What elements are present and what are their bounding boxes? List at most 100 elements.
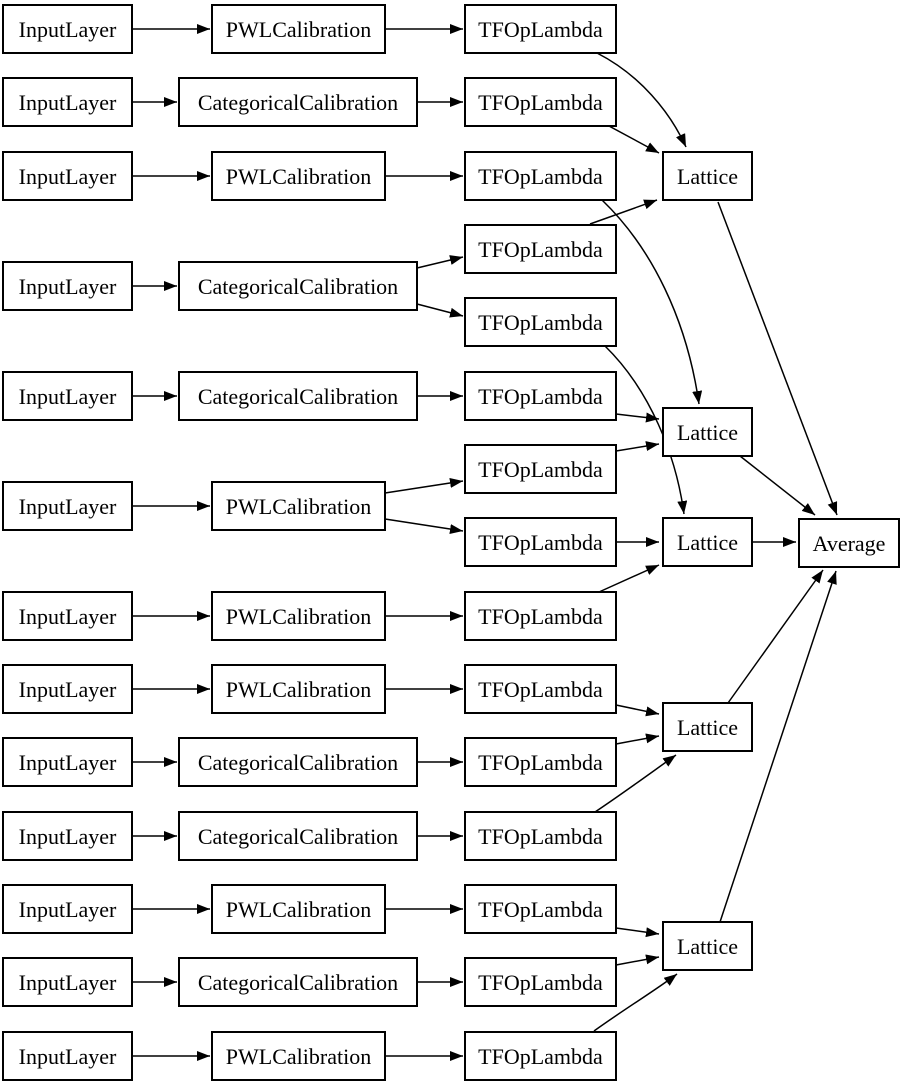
- node-box: [211, 1031, 386, 1081]
- node-tfl15: TFOpLambda: [464, 1031, 617, 1081]
- edge-tfl5-lat3: [604, 345, 688, 515]
- node-label: TFOpLambda: [478, 750, 603, 775]
- node-label: InputLayer: [19, 604, 117, 629]
- edge-lat4-avg: [727, 569, 824, 704]
- node-label: TFOpLambda: [478, 824, 603, 849]
- node-il8: InputLayer: [2, 664, 133, 714]
- node-il7: InputLayer: [2, 591, 133, 641]
- node-label: TFOpLambda: [478, 530, 603, 555]
- node-box: [464, 77, 617, 127]
- node-box: [662, 702, 753, 752]
- node-tfl1: TFOpLambda: [464, 4, 617, 54]
- edge-lat2-avg: [739, 455, 816, 516]
- node-label: Lattice: [677, 530, 738, 555]
- node-box: [464, 884, 617, 934]
- node-label: InputLayer: [19, 494, 117, 519]
- node-tfl7: TFOpLambda: [464, 444, 617, 494]
- node-cal6: PWLCalibration: [211, 481, 386, 531]
- edge-cal6-tfl8: [384, 518, 464, 534]
- node-label: PWLCalibration: [226, 677, 371, 702]
- edge-tfl4-lat1: [589, 199, 658, 225]
- node-label: TFOpLambda: [478, 457, 603, 482]
- edge-tfl13-lat5: [615, 927, 660, 938]
- node-label: InputLayer: [19, 90, 117, 115]
- node-box: [464, 371, 617, 421]
- node-box: [211, 481, 386, 531]
- node-label: PWLCalibration: [226, 17, 371, 42]
- edge-cal4-tfl4: [416, 255, 464, 269]
- node-tfl5: TFOpLambda: [464, 297, 617, 347]
- node-label: Lattice: [677, 164, 738, 189]
- node-label: TFOpLambda: [478, 384, 603, 409]
- node-label: CategoricalCalibration: [198, 824, 398, 849]
- node-label: TFOpLambda: [478, 897, 603, 922]
- node-box: [211, 591, 386, 641]
- edge-cal4-tfl5: [416, 303, 464, 318]
- node-tfl9: TFOpLambda: [464, 591, 617, 641]
- node-label: TFOpLambda: [478, 17, 603, 42]
- node-box: [178, 371, 418, 421]
- node-box: [464, 4, 617, 54]
- node-lat3: Lattice: [662, 517, 753, 567]
- node-box: [178, 737, 418, 787]
- node-box: [2, 151, 133, 201]
- node-avg: Average: [798, 518, 900, 568]
- node-il10: InputLayer: [2, 811, 133, 861]
- node-label: InputLayer: [19, 677, 117, 702]
- edge-tfl10-lat4: [615, 704, 660, 717]
- node-box: [2, 1031, 133, 1081]
- node-tfl14: TFOpLambda: [464, 957, 617, 1007]
- node-box: [211, 664, 386, 714]
- node-tfl8: TFOpLambda: [464, 517, 617, 567]
- node-cal12: CategoricalCalibration: [178, 957, 418, 1007]
- node-tfl10: TFOpLambda: [464, 664, 617, 714]
- node-box: [2, 591, 133, 641]
- node-tfl3: TFOpLambda: [464, 151, 617, 201]
- edge-layer: [132, 24, 838, 1061]
- node-il9: InputLayer: [2, 737, 133, 787]
- node-il6: InputLayer: [2, 481, 133, 531]
- node-label: PWLCalibration: [226, 494, 371, 519]
- node-label: Lattice: [677, 934, 738, 959]
- node-label: CategoricalCalibration: [198, 750, 398, 775]
- node-il12: InputLayer: [2, 957, 133, 1007]
- node-layer: InputLayerInputLayerInputLayerInputLayer…: [2, 4, 900, 1081]
- node-lat5: Lattice: [662, 921, 753, 971]
- node-box: [2, 884, 133, 934]
- node-box: [662, 921, 753, 971]
- node-label: CategoricalCalibration: [198, 384, 398, 409]
- node-box: [2, 4, 133, 54]
- node-box: [2, 371, 133, 421]
- node-box: [2, 737, 133, 787]
- node-label: CategoricalCalibration: [198, 274, 398, 299]
- node-label: CategoricalCalibration: [198, 970, 398, 995]
- node-box: [464, 517, 617, 567]
- node-label: InputLayer: [19, 1044, 117, 1069]
- node-box: [211, 4, 386, 54]
- node-box: [178, 811, 418, 861]
- node-box: [464, 591, 617, 641]
- node-il5: InputLayer: [2, 371, 133, 421]
- node-label: TFOpLambda: [478, 310, 603, 335]
- node-box: [662, 517, 753, 567]
- node-cal11: PWLCalibration: [211, 884, 386, 934]
- node-tfl11: TFOpLambda: [464, 737, 617, 787]
- node-lat4: Lattice: [662, 702, 753, 752]
- node-il1: InputLayer: [2, 4, 133, 54]
- edge-lat1-avg: [717, 201, 838, 516]
- node-cal5: CategoricalCalibration: [178, 371, 418, 421]
- edge-tfl11-lat4: [615, 733, 660, 745]
- node-label: PWLCalibration: [226, 164, 371, 189]
- node-tfl12: TFOpLambda: [464, 811, 617, 861]
- edge-tfl6-lat2: [615, 412, 660, 423]
- node-il11: InputLayer: [2, 884, 133, 934]
- node-cal2: CategoricalCalibration: [178, 77, 418, 127]
- node-label: Average: [813, 531, 886, 556]
- node-box: [464, 1031, 617, 1081]
- node-label: InputLayer: [19, 274, 117, 299]
- node-tfl6: TFOpLambda: [464, 371, 617, 421]
- node-box: [662, 407, 753, 457]
- node-label: CategoricalCalibration: [198, 90, 398, 115]
- edge-tfl14-lat5: [615, 954, 660, 966]
